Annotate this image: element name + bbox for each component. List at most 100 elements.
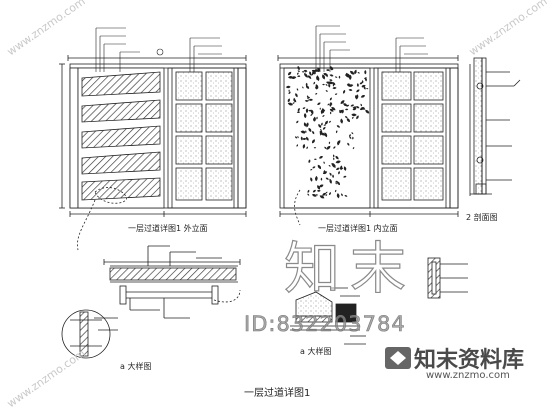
- leaf-mark: [319, 107, 321, 110]
- leaf-mark: [340, 165, 343, 171]
- leaf-mark: [350, 104, 355, 107]
- leaf-mark: [343, 166, 347, 171]
- leaf-mark: [327, 81, 334, 85]
- leaf-mark: [324, 132, 328, 138]
- leaf-mark: [319, 130, 323, 133]
- leaf-mark: [325, 84, 328, 86]
- leaf-mark: [322, 115, 325, 117]
- leaf-mark: [352, 147, 355, 150]
- leaf-mark: [302, 107, 306, 109]
- left-elevation: [59, 27, 247, 251]
- leaf-mark: [288, 91, 291, 94]
- leaf-mark: [297, 136, 299, 139]
- leaf-mark: [344, 116, 348, 119]
- detail-a-middle: [290, 287, 366, 345]
- leaf-mark: [293, 98, 297, 103]
- leaf-mark: [316, 189, 321, 192]
- leaf-mark: [332, 164, 336, 168]
- leaf-mark: [326, 69, 330, 72]
- logo-mark: [385, 347, 411, 369]
- leaf-mark: [322, 171, 328, 175]
- leaf-mark: [332, 87, 337, 90]
- leaf-mark: [297, 72, 299, 75]
- leaf-mark: [303, 113, 307, 119]
- leaf-mark: [334, 93, 338, 95]
- leaf-mark: [303, 69, 308, 72]
- leaf-mark: [302, 86, 304, 89]
- leaf-mark: [334, 189, 337, 193]
- leaf-mark: [341, 193, 343, 197]
- leaf-mark: [303, 122, 307, 127]
- leaf-mark: [340, 118, 343, 124]
- left-callouts: [95, 27, 222, 72]
- right-callouts: [315, 25, 428, 72]
- watermark-logo-text: 知末资料库: [414, 348, 525, 373]
- leaf-mark: [350, 70, 355, 75]
- leaf-mark: [322, 83, 325, 86]
- watermark-big-glyph: 知末: [283, 236, 406, 302]
- leaf-mark: [330, 66, 334, 70]
- leaf-mark: [321, 109, 326, 112]
- leaf-mark: [323, 124, 327, 126]
- leaf-mark: [313, 158, 317, 161]
- leaf-mark: [359, 82, 363, 85]
- leaf-mark: [345, 72, 349, 78]
- leaf-mark: [333, 146, 336, 149]
- leaf-mark: [318, 123, 322, 128]
- leaf-mark: [319, 195, 325, 199]
- leaf-mark: [325, 177, 329, 180]
- leaf-mark: [352, 136, 354, 140]
- leaf-mark: [335, 160, 341, 164]
- leaf-mark: [343, 175, 347, 178]
- leaf-mark: [313, 81, 316, 85]
- leaf-mark: [296, 111, 301, 114]
- leaf-mark: [328, 141, 331, 145]
- leaf-mark: [341, 109, 344, 114]
- leaf-mark: [328, 83, 331, 88]
- leaf-mark: [306, 146, 308, 150]
- leaf-mark: [356, 106, 360, 109]
- leaf-mark: [287, 102, 293, 106]
- leaf-mark: [349, 136, 352, 139]
- leaf-mark: [292, 102, 295, 104]
- leaf-mark: [329, 108, 334, 112]
- leaf-mark: [328, 120, 331, 123]
- leaf-mark: [329, 192, 332, 196]
- detail-a-left: [61, 309, 118, 359]
- leaf-mark: [342, 89, 346, 94]
- leaf-mark: [360, 103, 363, 107]
- leaf-mark: [335, 130, 338, 134]
- leaf-mark: [336, 193, 340, 199]
- leaf-mark: [325, 90, 328, 92]
- leaf-mark: [310, 177, 313, 182]
- leaf-mark: [313, 116, 316, 122]
- leaf-mark: [326, 145, 331, 150]
- leaf-mark: [322, 192, 327, 196]
- leaf-mark: [360, 94, 366, 98]
- leaf-mark: [308, 159, 311, 164]
- leaf-mark: [329, 97, 332, 101]
- leaf-mark: [336, 167, 340, 171]
- leaf-mark: [346, 118, 350, 123]
- detail-middle-title: a 大样图: [300, 347, 332, 356]
- leaf-mark: [307, 189, 310, 193]
- leaf-mark: [325, 191, 328, 194]
- leaf-mark: [310, 113, 313, 116]
- main-drawing-title: 一层过道详图1: [244, 388, 311, 399]
- leaf-mark: [319, 184, 324, 188]
- leaf-mark: [324, 120, 328, 125]
- leaf-mark: [330, 173, 332, 177]
- leaf-mark: [347, 142, 350, 146]
- leaf-mark: [357, 72, 360, 74]
- leaf-mark: [296, 88, 299, 91]
- leaf-mark: [320, 177, 323, 181]
- leaf-mark: [319, 156, 323, 159]
- plan-strip: [103, 245, 241, 319]
- leaf-mark: [312, 189, 316, 193]
- leaf-mark: [315, 93, 318, 95]
- leaf-mark: [344, 195, 348, 197]
- left-cabinet-panes: [175, 71, 233, 201]
- leaf-mark: [323, 161, 325, 164]
- leaf-mark: [297, 107, 300, 112]
